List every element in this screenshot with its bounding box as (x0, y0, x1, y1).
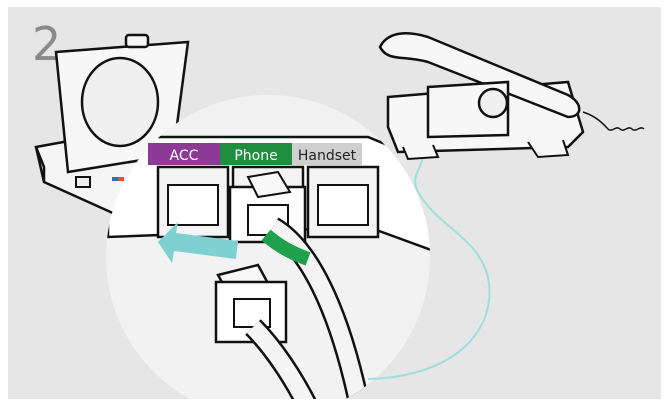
port-labels: ACC Phone Handset (148, 143, 362, 165)
port-label-phone: Phone (234, 148, 277, 164)
illustration-panel: 2 (8, 7, 661, 399)
connection-illustration: ACC Phone Handset (8, 7, 661, 399)
desk-phone-icon (380, 33, 644, 159)
port-label-handset: Handset (298, 148, 357, 164)
port-label-acc: ACC (170, 148, 199, 164)
